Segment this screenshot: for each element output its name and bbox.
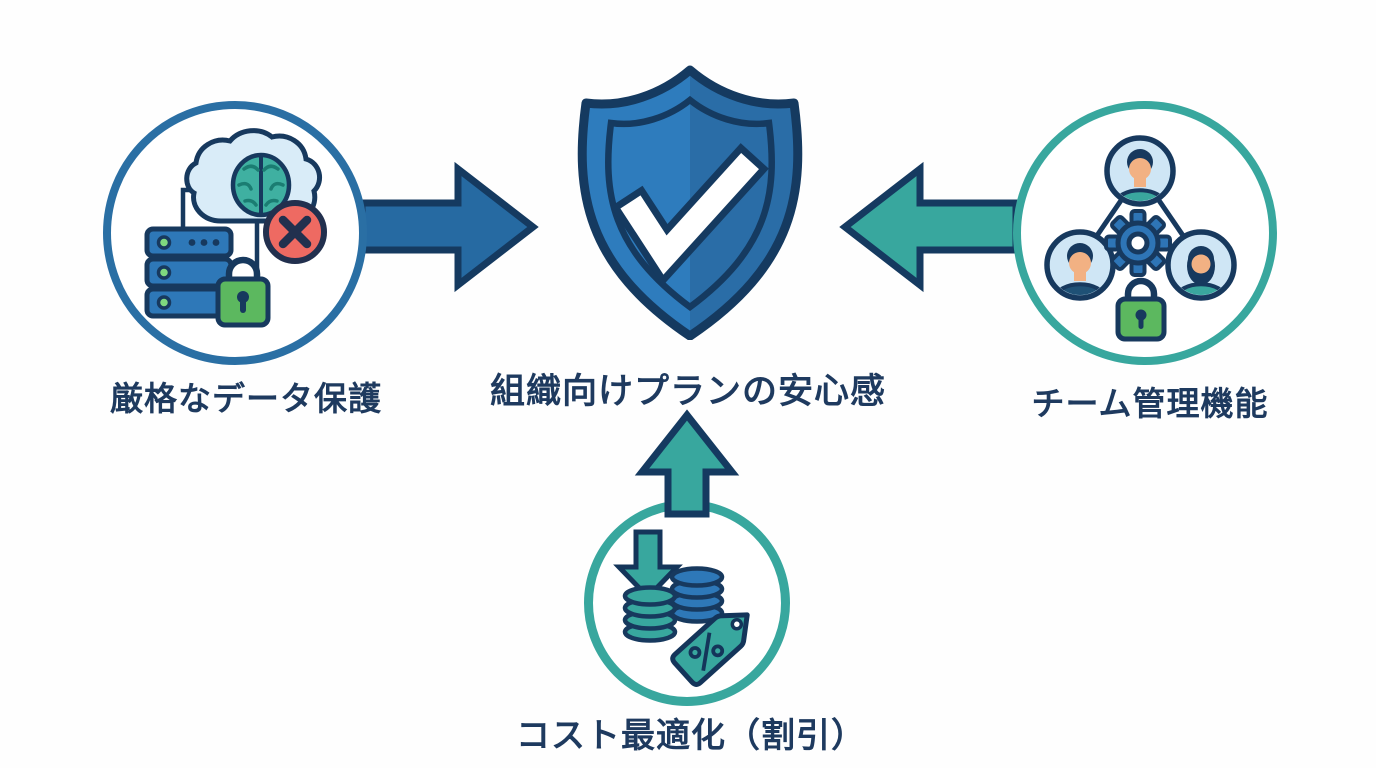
down-arrow-icon <box>613 529 683 601</box>
server-cloud-lock-icon <box>144 128 327 328</box>
team-management-node <box>1013 101 1277 365</box>
brain-icon <box>230 152 292 218</box>
server-icon <box>144 226 234 319</box>
avatar-top-icon <box>1104 135 1176 207</box>
lock-icon <box>1115 277 1167 342</box>
lock-icon <box>215 256 271 328</box>
data-protection-node <box>103 101 367 365</box>
teal-coins-icon <box>622 585 678 643</box>
arrow-team-management <box>839 161 1020 293</box>
blue-coins-icon <box>669 566 725 624</box>
cost-optimization-label: コスト最適化（割引） <box>516 717 866 755</box>
avatar-left-icon <box>1044 229 1116 301</box>
team-management-label: チーム管理機能 <box>1031 385 1269 422</box>
team-gear-lock-icon <box>1044 135 1237 342</box>
center-title-label: 組織向けプランの安心感 <box>489 372 887 411</box>
cost-optimization-node <box>584 500 790 706</box>
avatar-right-icon <box>1165 229 1237 301</box>
gear-icon <box>1104 209 1172 277</box>
shield-check-icon <box>577 65 803 340</box>
data-protection-label: 厳格なデータ保護 <box>110 380 382 417</box>
arrow-data-protection <box>358 161 539 293</box>
error-x-icon <box>263 200 327 264</box>
coins-discount-tag-icon <box>613 529 750 687</box>
checkmark-icon <box>610 143 769 287</box>
discount-tag-icon <box>670 612 750 687</box>
percent-icon <box>688 632 725 671</box>
